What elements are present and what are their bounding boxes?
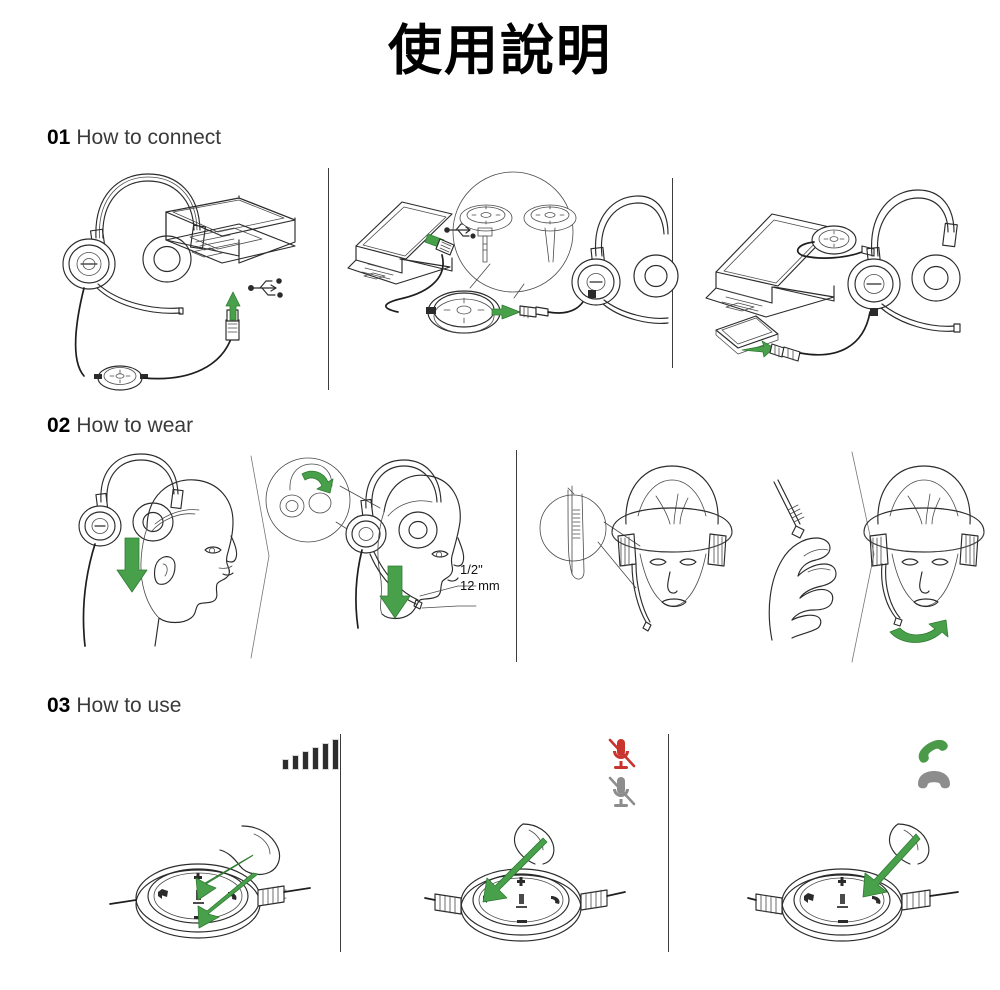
panel-connect-headset-to-puck <box>338 160 679 400</box>
panel-adjust-boom-rotation <box>752 450 987 665</box>
volume-bar <box>282 759 289 770</box>
volume-bar <box>292 755 299 770</box>
artwork-adjust-boom-rotation <box>768 451 985 663</box>
section-how-to-use <box>0 722 1000 962</box>
panel-answer-end-call <box>747 822 959 962</box>
volume-bar <box>322 743 329 770</box>
panel-position-boom-near-mouth: 1/2" 12 mm <box>262 450 520 665</box>
panel-divider <box>668 734 669 952</box>
panel-divider <box>516 450 517 662</box>
section-how-to-wear: 1/2" 12 mm <box>0 450 1000 665</box>
volume-bar <box>312 747 319 770</box>
call-answer-icon <box>918 740 948 763</box>
panel-check-boom-alignment <box>528 450 753 665</box>
panel-connect-usb-to-laptop <box>40 160 328 400</box>
panel-mute-microphone <box>424 822 626 962</box>
usb-trident-symbol <box>248 278 283 298</box>
artwork-place-headset-on-head <box>78 453 270 659</box>
microphone-unmuted-icon <box>608 776 636 807</box>
volume-level-bars <box>282 739 339 770</box>
artwork-connect-to-smartphone <box>705 189 961 362</box>
section-label-01: How to connect <box>76 126 222 149</box>
page-title: 使用說明 <box>388 21 612 81</box>
volume-bar <box>302 751 309 770</box>
artwork-adjust-volume <box>109 825 311 939</box>
call-end-icon <box>918 771 950 789</box>
artwork-check-boom-alignment <box>539 465 733 632</box>
artwork-position-boom-near-mouth <box>265 457 477 629</box>
artwork-connect-headset-to-puck <box>347 171 679 334</box>
panel-divider <box>328 168 329 390</box>
artwork-answer-end-call <box>747 823 959 942</box>
callout-metric: 12 mm <box>460 578 500 594</box>
section-label-03: How to use <box>76 694 182 717</box>
section-how-to-connect <box>0 160 1000 400</box>
microphone-mute-indicator <box>604 736 638 810</box>
section-label-02: How to wear <box>76 414 194 437</box>
boom-distance-callout: 1/2" 12 mm <box>460 562 500 595</box>
artwork-connect-usb-to-laptop <box>62 173 296 391</box>
section-number-02: 02 <box>47 414 71 437</box>
panel-divider <box>340 734 341 952</box>
artwork-mute-microphone <box>424 823 626 942</box>
panel-place-headset-on-head <box>55 450 270 665</box>
section-number-01: 01 <box>47 126 71 149</box>
callout-imperial: 1/2" <box>460 562 483 577</box>
volume-bars-group <box>282 739 339 770</box>
volume-bar <box>332 739 339 770</box>
call-handset-indicator <box>912 740 956 792</box>
panel-connect-to-smartphone <box>686 160 986 400</box>
panel-adjust-volume <box>109 822 311 962</box>
section-number-03: 03 <box>47 694 71 717</box>
microphone-muted-icon <box>608 738 636 769</box>
